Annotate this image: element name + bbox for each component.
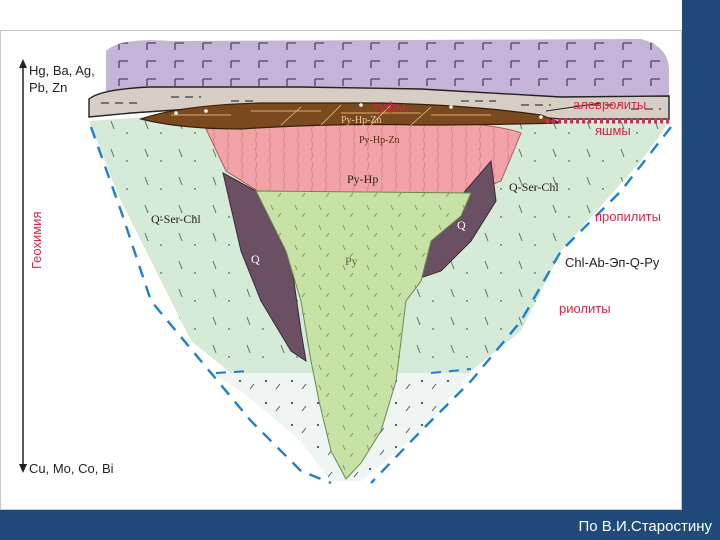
slide-side-bar <box>682 0 720 540</box>
author-credit: По В.И.Старостину <box>578 518 712 535</box>
ore-lens-label-2: Py-Hp-Zn <box>359 135 400 146</box>
slide-footer-bar: По В.И.Старостину <box>0 510 720 540</box>
deposit-cross-section: Hg, Ba, Ag, Pb, Zn Геохимия Cu, Mo, Co, … <box>19 39 672 485</box>
py-core-label: Py <box>345 254 358 268</box>
geochem-bottom: Cu, Mo, Co, Bi <box>29 461 114 476</box>
jaspers-label: яшмы <box>595 123 631 138</box>
py-hp-label: Py-Hp <box>347 172 378 186</box>
tuffs-label: туфы <box>373 99 406 114</box>
ore-lens-label-1: Py-Hp-Zn <box>341 115 382 126</box>
geochem-top-line1: Hg, Ba, Ag, <box>29 63 95 78</box>
quartz-right-label: Q <box>457 218 466 232</box>
qsc-left-label: Q-Ser-Chl <box>151 212 201 226</box>
contact-line-left <box>89 126 332 485</box>
quartz-left-label: Q <box>251 252 260 266</box>
siltstones-label: алевролиты <box>573 97 646 112</box>
qsc-right-label: Q-Ser-Chl <box>509 180 559 194</box>
ore-lens <box>138 102 562 130</box>
geochem-top-line2: Pb, Zn <box>29 80 67 95</box>
geochem-axis-label: Геохимия <box>29 212 44 269</box>
diagram-panel: Hg, Ba, Ag, Pb, Zn Геохимия Cu, Mo, Co, … <box>0 30 682 510</box>
propylite-mineral-label: Chl-Ab-Эп-Q-Py <box>565 255 660 270</box>
propylites-label: пропилиты <box>595 209 661 224</box>
rhyolites-label: риолиты <box>559 301 611 316</box>
